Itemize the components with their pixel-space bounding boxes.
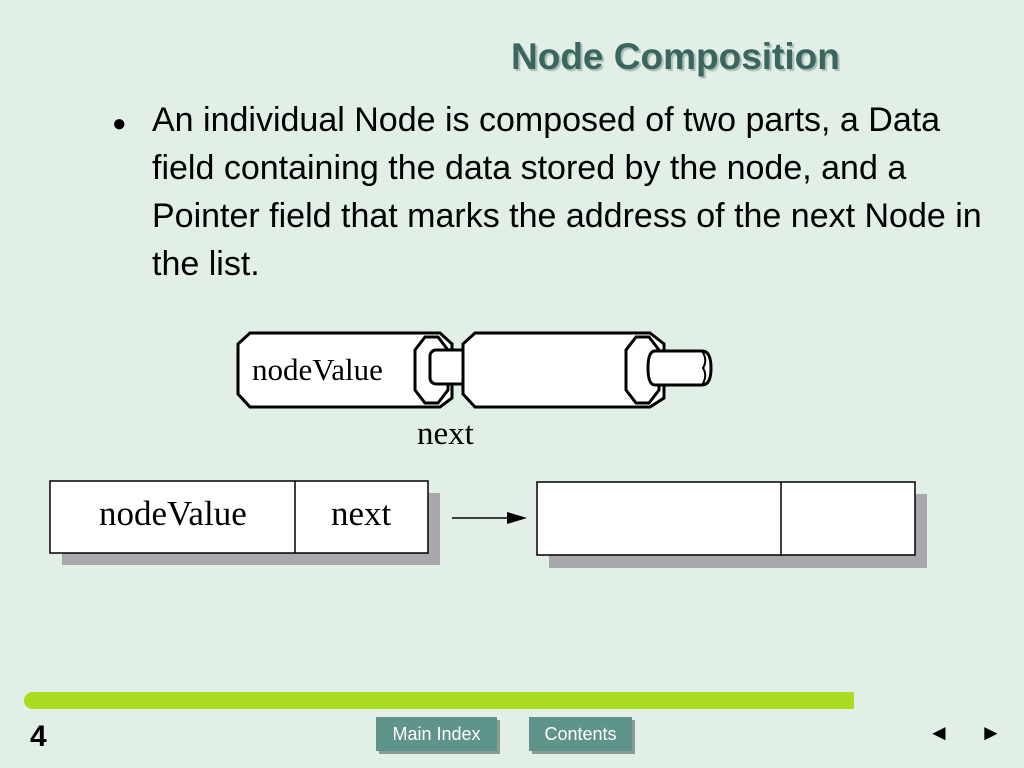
prev-slide-icon[interactable]: ◄ [928,720,950,745]
box-node-1 [49,480,440,565]
next-slide-icon[interactable]: ► [980,720,1002,745]
page-number: 4 [30,720,47,753]
contents-button[interactable]: Contents [529,717,632,751]
bullet-text: An individual Node is composed of two pa… [152,101,982,283]
bullet-dot-icon: ● [112,110,127,137]
bullet-item: ● An individual Node is composed of two … [112,96,992,288]
capsule-value-label: nodeValue [252,352,383,387]
capsule-next-label: next [417,416,474,452]
box-value-label: nodeValue [99,494,247,533]
pointer-arrow [452,512,527,524]
accent-bar [24,692,854,709]
box-next-label: next [331,494,392,533]
capsule-node-2 [461,331,713,409]
box-node-2 [536,481,927,568]
slide-title: Node Composition [511,36,840,77]
main-index-button[interactable]: Main Index [376,717,497,751]
